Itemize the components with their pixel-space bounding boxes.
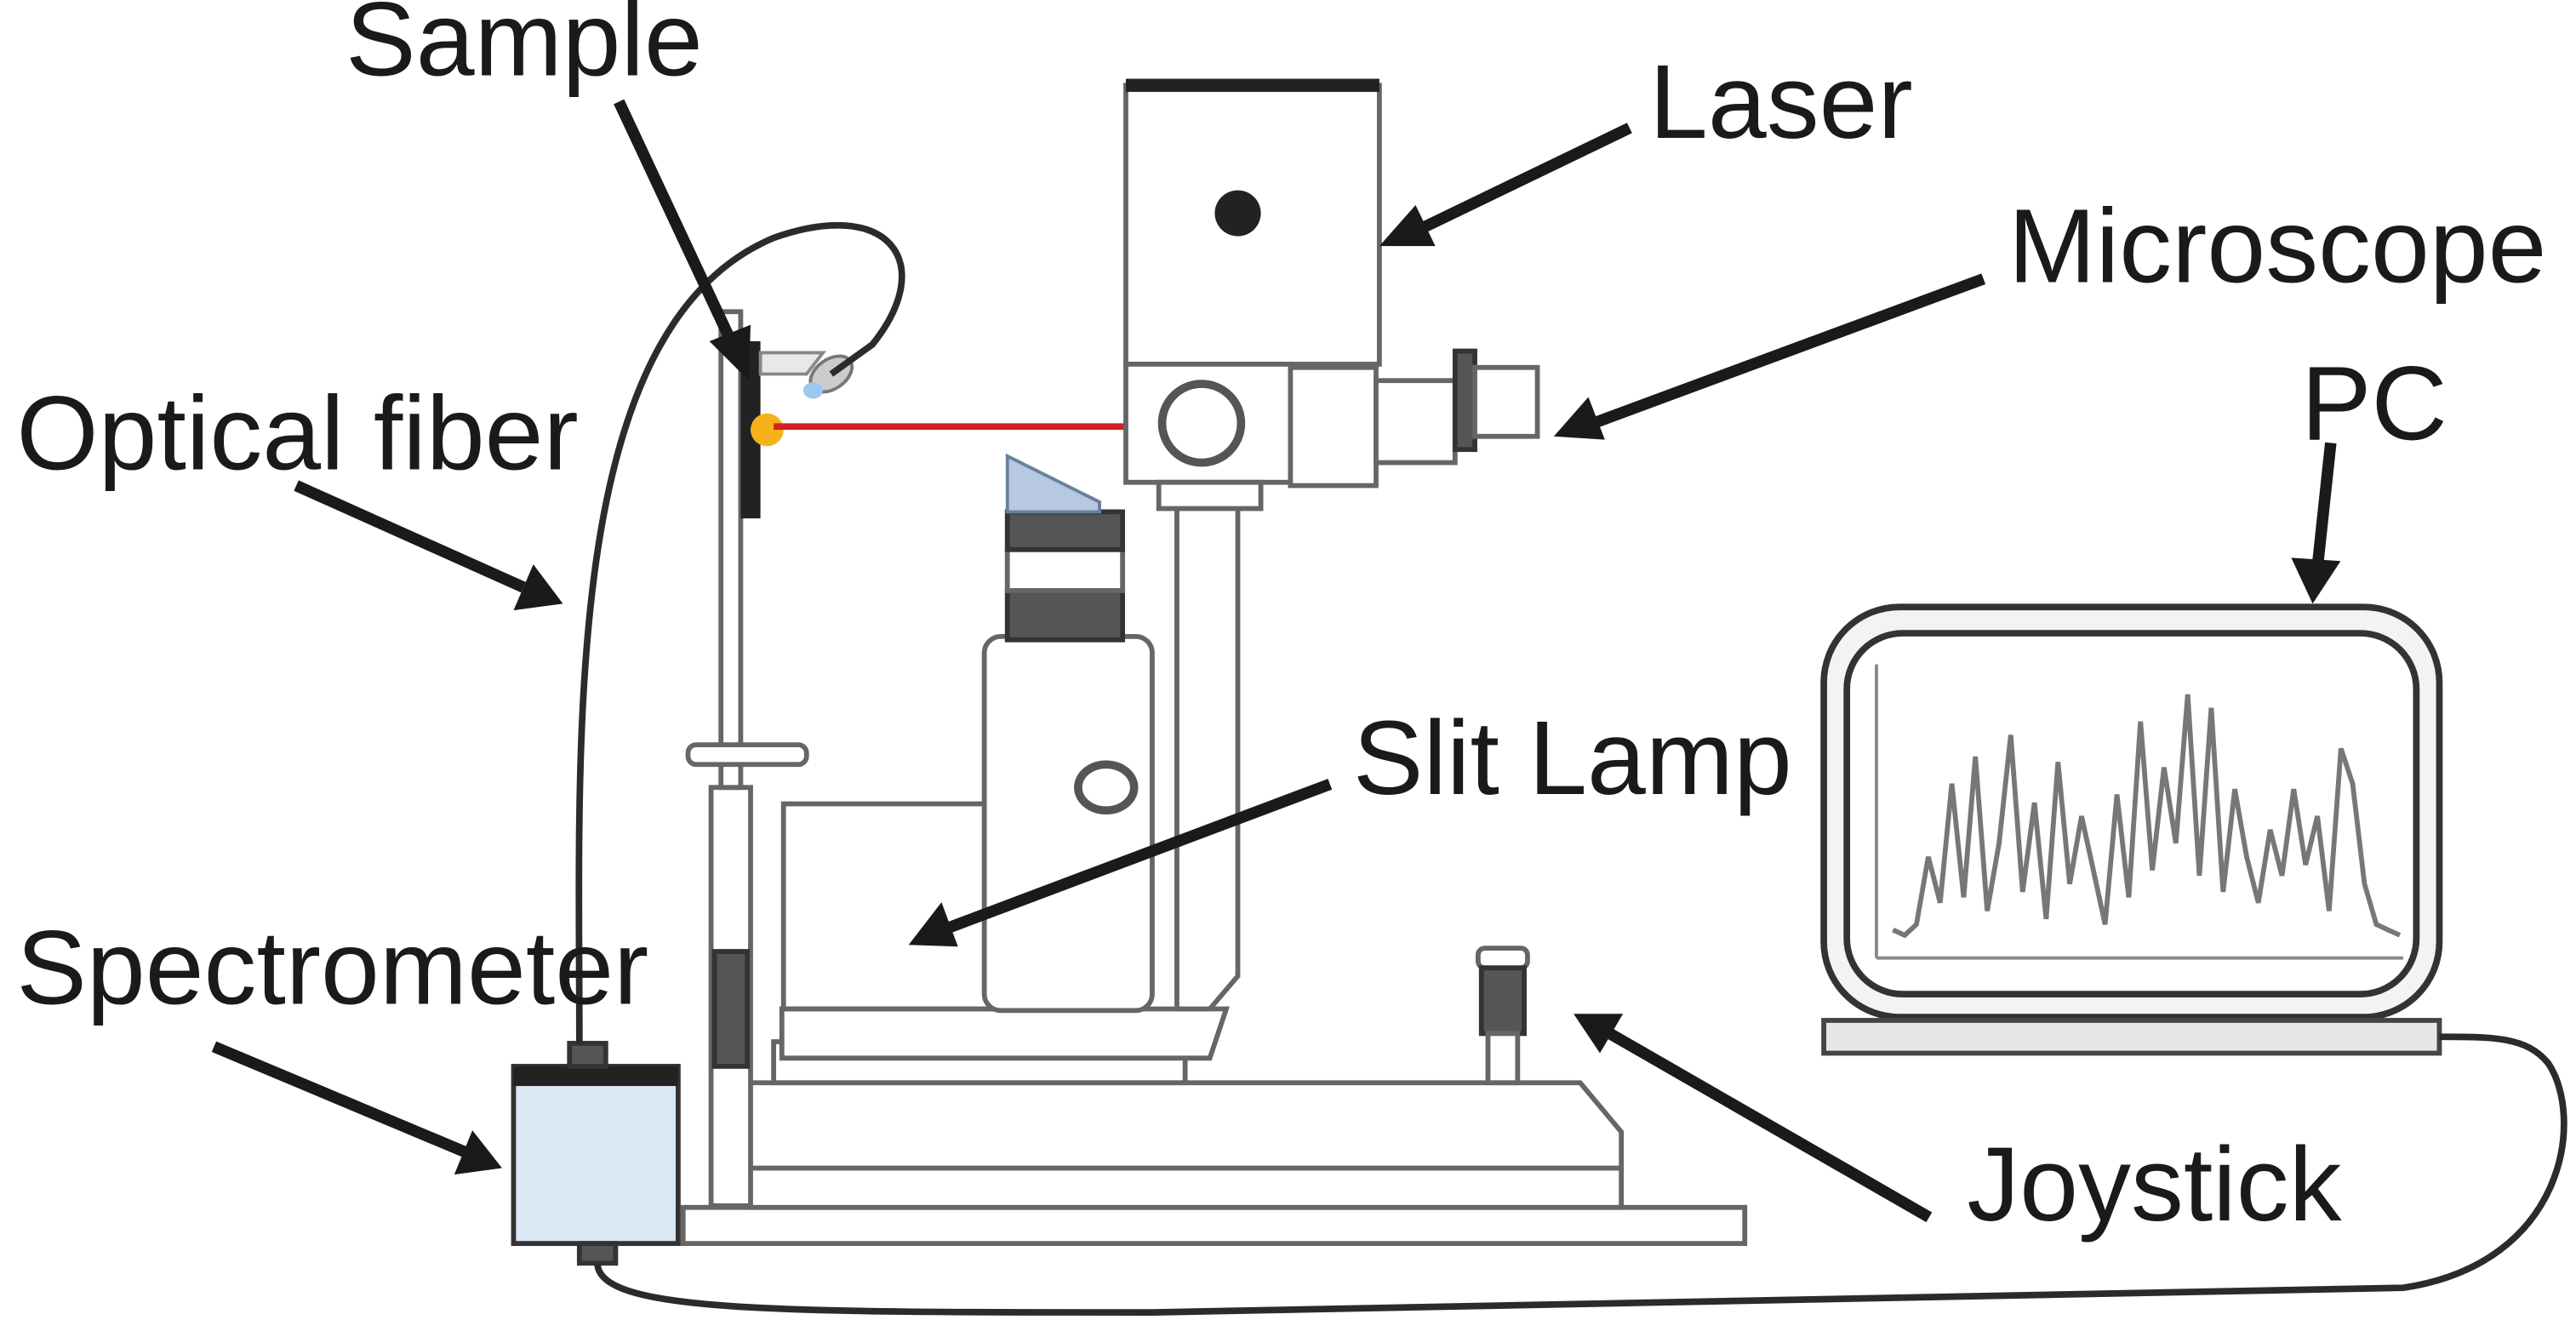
callout-arrows bbox=[211, 99, 2341, 1223]
spectrometer-usb-port bbox=[576, 1241, 619, 1266]
label-sample: Sample bbox=[346, 0, 703, 99]
arrow-optical-fiber-head bbox=[513, 564, 563, 611]
laser-aperture bbox=[1214, 190, 1261, 237]
lamp-housing bbox=[780, 801, 992, 1012]
eyepiece-ring bbox=[1452, 348, 1477, 453]
label-slit-lamp: Slit Lamp bbox=[1353, 700, 1792, 817]
usb-cable bbox=[594, 1033, 2567, 1316]
arrow-laser-head bbox=[1379, 204, 1436, 247]
joystick-grip bbox=[1478, 965, 1527, 1037]
optical-fiber-cable bbox=[575, 221, 905, 1043]
label-laser: Laser bbox=[1649, 43, 1913, 161]
fiber-mount-bracket bbox=[758, 351, 827, 376]
arrow-spectrometer bbox=[211, 1041, 467, 1157]
arrow-joystick-head bbox=[1574, 1014, 1624, 1054]
instrument-base bbox=[680, 1006, 1748, 1247]
joystick-stem bbox=[1485, 1031, 1521, 1086]
lamp-lens-ring-lower bbox=[1004, 588, 1126, 643]
labels: Sample Laser Microscope Optical fiber PC… bbox=[16, 0, 2546, 1243]
sample-spot bbox=[750, 413, 784, 447]
microscope-tube bbox=[1374, 378, 1458, 466]
base-plate bbox=[680, 1204, 1748, 1247]
label-joystick: Joystick bbox=[1967, 1126, 2341, 1243]
arrow-pc bbox=[2311, 442, 2337, 567]
label-spectrometer: Spectrometer bbox=[16, 910, 648, 1027]
spectrometer bbox=[511, 1041, 681, 1266]
arrow-microscope bbox=[1591, 273, 1986, 429]
arrow-slit-lamp-head bbox=[908, 902, 958, 947]
label-microscope: Microscope bbox=[2008, 188, 2547, 306]
label-pc: PC bbox=[2301, 346, 2447, 463]
lamp-knob bbox=[1074, 760, 1139, 815]
eyepiece bbox=[1472, 364, 1540, 439]
holder-rod bbox=[718, 309, 744, 791]
arrow-spectrometer-head bbox=[454, 1130, 502, 1175]
splitter-lens bbox=[1157, 380, 1246, 467]
laser-housing-top bbox=[1125, 78, 1379, 92]
arrow-sample-head bbox=[709, 324, 751, 381]
slit-lamp bbox=[780, 453, 1241, 1014]
sample-holder bbox=[685, 309, 854, 1208]
spectrometer-top bbox=[513, 1066, 678, 1087]
arrow-optical-fiber bbox=[294, 480, 526, 593]
assembly-neck bbox=[1156, 479, 1264, 511]
pc-screen bbox=[1843, 630, 2420, 997]
joystick-cap bbox=[1475, 946, 1530, 971]
slit-prism bbox=[1005, 453, 1101, 514]
spectrum-trace bbox=[1892, 694, 2402, 939]
lamp-lens-mid bbox=[1004, 546, 1126, 593]
arrow-sample bbox=[614, 99, 740, 351]
base-rail bbox=[746, 1165, 1625, 1210]
lamp-foot bbox=[779, 1006, 1230, 1061]
arrow-joystick bbox=[1607, 1028, 1933, 1223]
spectrometer-body bbox=[511, 1064, 681, 1247]
holder-chinrest bbox=[685, 742, 809, 768]
lamp-arm bbox=[1174, 489, 1241, 1012]
arrow-slit-lamp bbox=[944, 779, 1333, 934]
label-optical-fiber: Optical fiber bbox=[16, 374, 578, 492]
pc-stand bbox=[1821, 1018, 2442, 1056]
microscope-body bbox=[1288, 364, 1379, 489]
microscope-laser-assembly bbox=[1123, 78, 1540, 511]
pc bbox=[1820, 603, 2443, 1056]
lamp-column bbox=[981, 634, 1155, 1014]
arrow-microscope-head bbox=[1553, 397, 1605, 440]
arrow-pc-head bbox=[2291, 557, 2341, 604]
base-stage bbox=[746, 1080, 1625, 1171]
probe-led bbox=[803, 382, 824, 399]
holder-clamp bbox=[711, 949, 751, 1069]
spectrometer-fiber-port bbox=[567, 1041, 608, 1069]
joystick bbox=[1475, 946, 1530, 1086]
arrow-laser bbox=[1416, 123, 1632, 235]
lamp-lens-ring-upper bbox=[1004, 509, 1126, 552]
